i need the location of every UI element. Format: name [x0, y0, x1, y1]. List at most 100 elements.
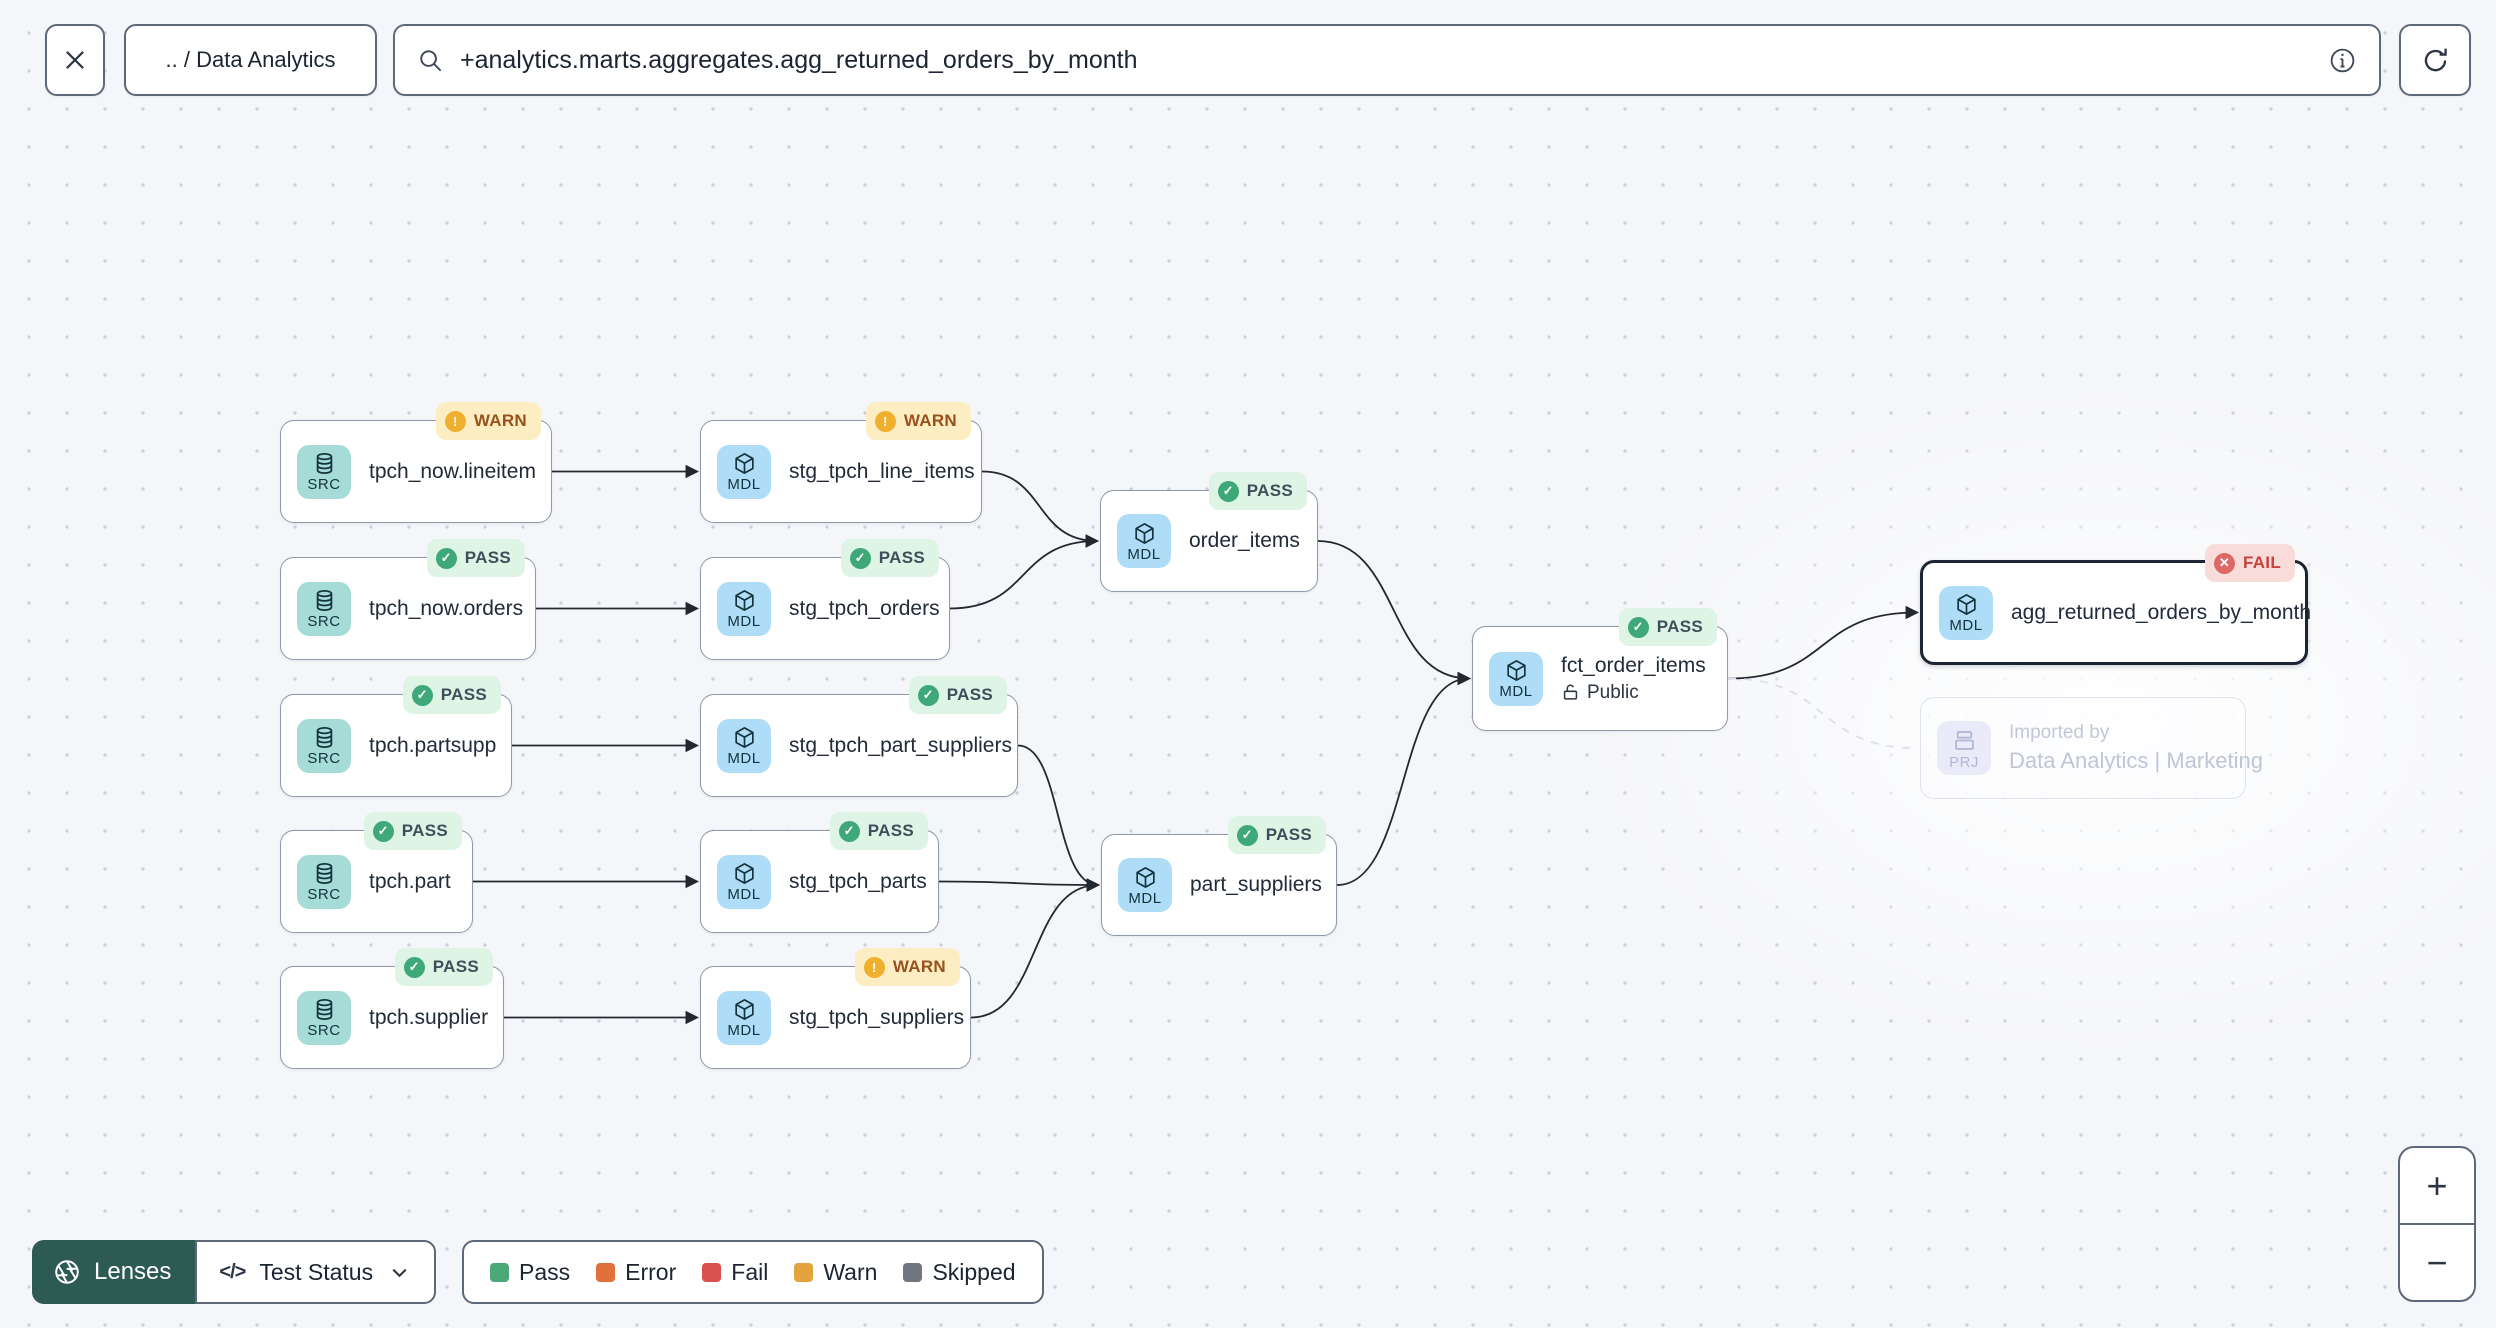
node-type-label: MDL	[1949, 617, 1983, 634]
node-label: fct_order_items	[1561, 653, 1706, 677]
cube-icon	[1954, 592, 1979, 617]
legend-item-warn: Warn	[794, 1259, 877, 1286]
lens-selector-test-status[interactable]: </> Test Status	[195, 1240, 437, 1304]
node-sublabel-text: Data Analytics | Marketing	[2009, 748, 2263, 773]
search-input[interactable]	[460, 45, 2312, 75]
edge-order_items-to-fct_order_items	[1317, 540, 1472, 686]
cube-icon	[732, 451, 757, 476]
node-sublabel-text: Public	[1587, 681, 1639, 703]
node-labels: tpch.partsupp	[369, 734, 496, 758]
database-icon	[312, 725, 337, 750]
node-type-tile-mdl: MDL	[1489, 651, 1543, 706]
node-type-label: MDL	[727, 613, 761, 630]
node-type-tile-mdl: MDL	[717, 854, 771, 909]
node-label: stg_tpch_suppliers	[789, 1005, 965, 1029]
status-badge-label: WARN	[903, 411, 957, 430]
aperture-icon	[52, 1257, 82, 1287]
node-stg_tpch_line_items[interactable]: !WARN MDL stg_tpch_line_items	[700, 402, 982, 523]
node-labels: tpch_now.orders	[369, 597, 523, 621]
edge-stg_tpch_line_items-to-order_items	[981, 470, 1100, 548]
status-fail-icon: ✕	[2213, 552, 2235, 574]
zoom-controls: + −	[2398, 1146, 2476, 1302]
legend-swatch-pass	[490, 1262, 509, 1282]
node-type-label: PRJ	[1949, 753, 1979, 771]
status-badge-pass: ✓PASS	[402, 676, 501, 714]
breadcrumb[interactable]: .. / Data Analytics	[124, 24, 377, 96]
node-agg_returned_orders_by_month[interactable]: ✕FAIL MDL agg_returned_orders_by_month	[1920, 544, 2311, 665]
node-type-label: MDL	[1128, 889, 1162, 907]
database-icon	[312, 861, 337, 886]
node-type-label: MDL	[727, 1022, 761, 1039]
database-icon	[312, 588, 337, 613]
node-type-label: MDL	[1127, 545, 1161, 563]
status-badge-fail: ✕FAIL	[2204, 544, 2295, 582]
status-badge-label: PASS	[1246, 481, 1293, 500]
node-tpch_partsupp[interactable]: ✓PASS SRC tpch.partsupp	[280, 676, 512, 797]
node-order_items[interactable]: ✓PASS MDL order_items	[1100, 472, 1318, 592]
status-badge-pass: ✓PASS	[426, 539, 525, 577]
cube-icon	[732, 997, 757, 1022]
status-badge-pass: ✓PASS	[1618, 608, 1717, 646]
legend-item-skipped: Skipped	[903, 1259, 1016, 1286]
node-type-tile-src: SRC	[297, 718, 351, 773]
status-badge-pass: ✓PASS	[908, 676, 1007, 714]
status-badge-warn: !WARN	[865, 402, 971, 440]
node-sublabel: Data Analytics | Marketing	[2009, 748, 2263, 774]
close-icon	[60, 45, 90, 75]
zoom-in-button[interactable]: +	[2400, 1148, 2474, 1223]
search-bar[interactable]	[393, 24, 2381, 96]
status-badge-pass: ✓PASS	[1208, 472, 1307, 510]
node-type-tile-src: SRC	[297, 581, 351, 636]
lenses-button[interactable]: Lenses	[32, 1240, 196, 1304]
node-sublabel: Public	[1561, 682, 1706, 704]
node-label: tpch_now.lineitem	[369, 459, 536, 483]
close-button[interactable]	[45, 24, 105, 96]
status-badge-label: PASS	[1265, 825, 1312, 844]
node-labels: stg_tpch_suppliers	[789, 1005, 965, 1030]
edge-stg_tpch_part_suppliers-to-part_suppliers	[1017, 744, 1101, 892]
node-type-tile-mdl: MDL	[1118, 858, 1172, 912]
status-pass-icon: ✓	[1627, 616, 1649, 638]
node-type-tile-mdl: MDL	[1939, 585, 1993, 640]
node-type-tile-mdl: MDL	[717, 718, 771, 773]
status-badge-label: PASS	[878, 548, 925, 567]
node-label: tpch.part	[369, 869, 451, 893]
node-labels: agg_returned_orders_by_month	[2011, 601, 2311, 625]
lens-control: Lenses </> Test Status	[32, 1240, 437, 1304]
legend-item-pass: Pass	[490, 1259, 570, 1286]
node-labels: order_items	[1189, 529, 1300, 553]
status-pass-icon: ✓	[411, 684, 433, 706]
node-type-tile-src: SRC	[297, 444, 351, 499]
edge-fct_order_items-to-agg_returned_orders_by_month	[1727, 605, 1920, 680]
node-labels: part_suppliers	[1190, 873, 1322, 897]
node-type-label: SRC	[307, 886, 341, 903]
refresh-button[interactable]	[2399, 24, 2471, 96]
legend-swatch-fail	[702, 1262, 722, 1282]
cube-icon	[1504, 658, 1529, 683]
node-tpch_now_orders[interactable]: ✓PASS SRC tpch_now.orders	[280, 539, 536, 660]
node-label: order_items	[1189, 529, 1300, 552]
node-label: stg_tpch_line_items	[789, 459, 975, 483]
status-badge-pass: ✓PASS	[829, 812, 928, 850]
legend-label: Warn	[823, 1258, 878, 1285]
cube-icon	[1132, 521, 1157, 546]
zoom-out-button[interactable]: −	[2400, 1223, 2474, 1300]
node-type-tile-mdl: MDL	[717, 444, 771, 499]
node-labels: tpch_now.lineitem	[369, 459, 536, 484]
node-type-label: SRC	[307, 613, 341, 630]
node-labels: tpch.part	[369, 870, 451, 894]
info-icon[interactable]	[2328, 46, 2357, 75]
node-labels: tpch.supplier	[369, 1006, 488, 1030]
